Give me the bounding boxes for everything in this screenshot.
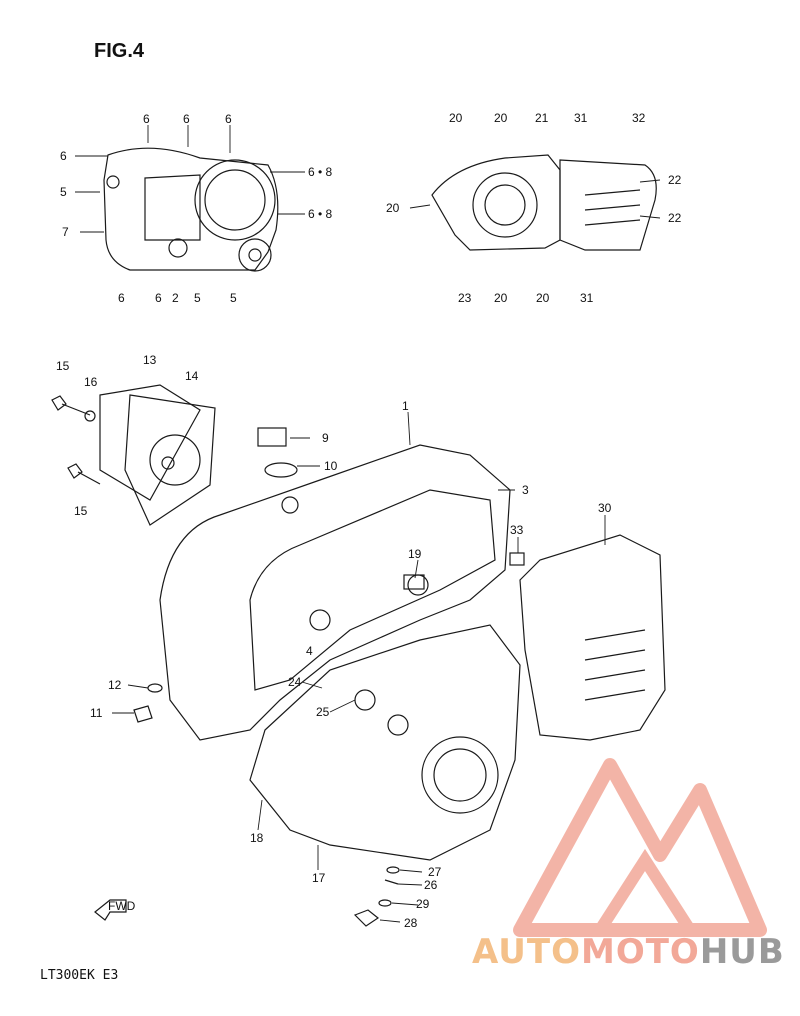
cap-9 [257,427,287,447]
callout-25-0: 25 [316,705,330,719]
callout-21-0: 21 [535,111,549,125]
fwd-arrow-icon: FWD [94,899,136,921]
callout-22-1: 22 [668,211,682,225]
generator-cover-outer [431,154,657,251]
crankcase-cover [159,444,511,741]
callout-20-3: 20 [494,291,508,305]
fwd-label: FWD [108,899,136,913]
callout-17-0: 17 [312,871,326,885]
callout-6-4: 6 [118,291,125,305]
callout-6-0: 6 [60,149,67,163]
callout-4-0: 4 [306,644,313,658]
callout-2-0: 2 [172,291,179,305]
front-case-17 [249,624,521,861]
callout-30-0: 30 [598,501,612,515]
callout-6-1: 6 [143,112,150,126]
callout-6-5: 6 [155,291,162,305]
callout-24-0: 24 [288,675,302,689]
callout-31-1: 31 [580,291,594,305]
callout-6-8-0: 6 • 8 [308,165,333,179]
callout-10-0: 10 [324,459,338,473]
callout-19-0: 19 [408,547,422,561]
callout-15-0: 15 [56,359,70,373]
callout-5-1: 5 [194,291,201,305]
callout-22-0: 22 [668,173,682,187]
callout-29-0: 29 [416,897,430,911]
callout-23-0: 23 [458,291,472,305]
callout-15-1: 15 [74,504,88,518]
model-code: LT300EK E3 [40,968,119,983]
callout-28-0: 28 [404,916,418,930]
bolt-15-top [51,395,96,422]
oring-27 [386,866,400,874]
bolt-11 [133,705,153,723]
callout-5-2: 5 [230,291,237,305]
figure-title: FIG.4 [94,40,145,62]
callout-20-0: 20 [449,111,463,125]
watermark-moto: MOTO [580,932,700,972]
watermark-text: AUTOMOTOHUB [472,932,785,972]
dowel-33 [509,552,525,566]
oring-10 [264,462,298,478]
callout-16-0: 16 [84,375,98,389]
washer-12 [147,683,163,693]
callout-1-0: 1 [402,399,409,413]
callout-32-0: 32 [632,111,646,125]
washer-29 [378,899,392,907]
callout-14-0: 14 [185,369,199,383]
watermark-auto: AUTO [472,932,581,972]
callout-3-0: 3 [522,483,529,497]
callout-27-0: 27 [428,865,442,879]
callout-6-3: 6 [225,112,232,126]
callout-6-8-1: 6 • 8 [308,207,333,221]
callout-7-0: 7 [62,225,69,239]
watermark-logo [513,758,767,937]
callout-13-0: 13 [143,353,157,367]
plug-28 [353,909,380,927]
callout-18-0: 18 [250,831,264,845]
callout-20-4: 20 [536,291,550,305]
leader-lines [75,125,661,923]
side-cover-30 [519,534,666,741]
watermark-hub: HUB [699,932,785,972]
callout-6-2: 6 [183,112,190,126]
dowel-19 [403,574,425,590]
callout-12-0: 12 [108,678,122,692]
bolt-15-bottom [67,463,101,485]
callout-11-0: 11 [90,706,103,720]
clutch-cover-outer [103,147,279,272]
callout-31-0: 31 [574,111,588,125]
callout-9-0: 9 [322,431,329,445]
callout-26-0: 26 [424,878,438,892]
callout-5-0: 5 [60,185,67,199]
screw-26 [384,879,399,885]
callout-20-1: 20 [494,111,508,125]
callout-33-0: 33 [510,523,524,537]
callout-20-2: 20 [386,201,400,215]
plate-cover [99,384,216,526]
